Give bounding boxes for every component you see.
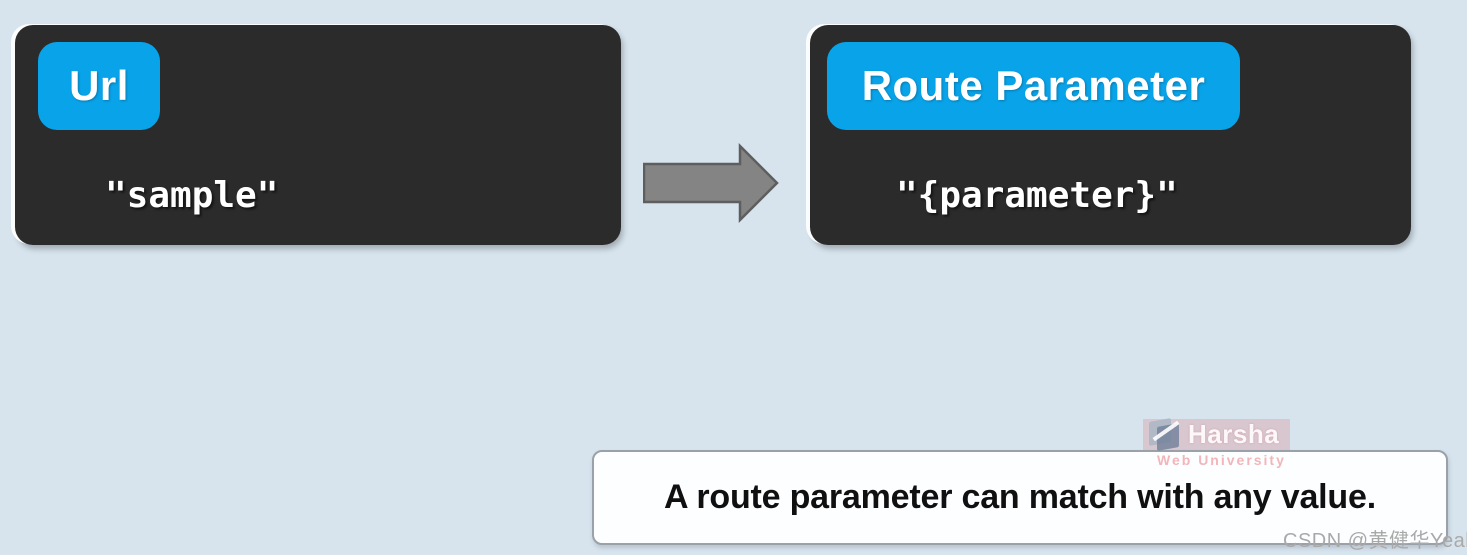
route-parameter-badge: Route Parameter bbox=[827, 42, 1240, 130]
harsha-logo-icon bbox=[1145, 417, 1185, 451]
route-parameter-card: Route Parameter "{parameter}" bbox=[810, 25, 1411, 245]
harsha-subtitle-text: Web University bbox=[1157, 452, 1286, 468]
csdn-watermark: CSDN @黄健华Yeah bbox=[1283, 530, 1467, 552]
route-parameter-value: "{parameter}" bbox=[896, 175, 1178, 216]
url-card: Url "sample" bbox=[15, 25, 621, 245]
flow-arrow-icon bbox=[642, 142, 780, 224]
route-parameter-badge-label: Route Parameter bbox=[861, 62, 1206, 109]
url-value: "sample" bbox=[105, 175, 279, 216]
caption-box: A route parameter can match with any val… bbox=[592, 450, 1448, 545]
url-badge: Url bbox=[38, 42, 160, 130]
caption-text: A route parameter can match with any val… bbox=[664, 478, 1376, 516]
url-badge-label: Url bbox=[69, 62, 129, 109]
harsha-watermark: Harsha bbox=[1143, 417, 1290, 451]
harsha-brand-text: Harsha bbox=[1188, 419, 1280, 449]
